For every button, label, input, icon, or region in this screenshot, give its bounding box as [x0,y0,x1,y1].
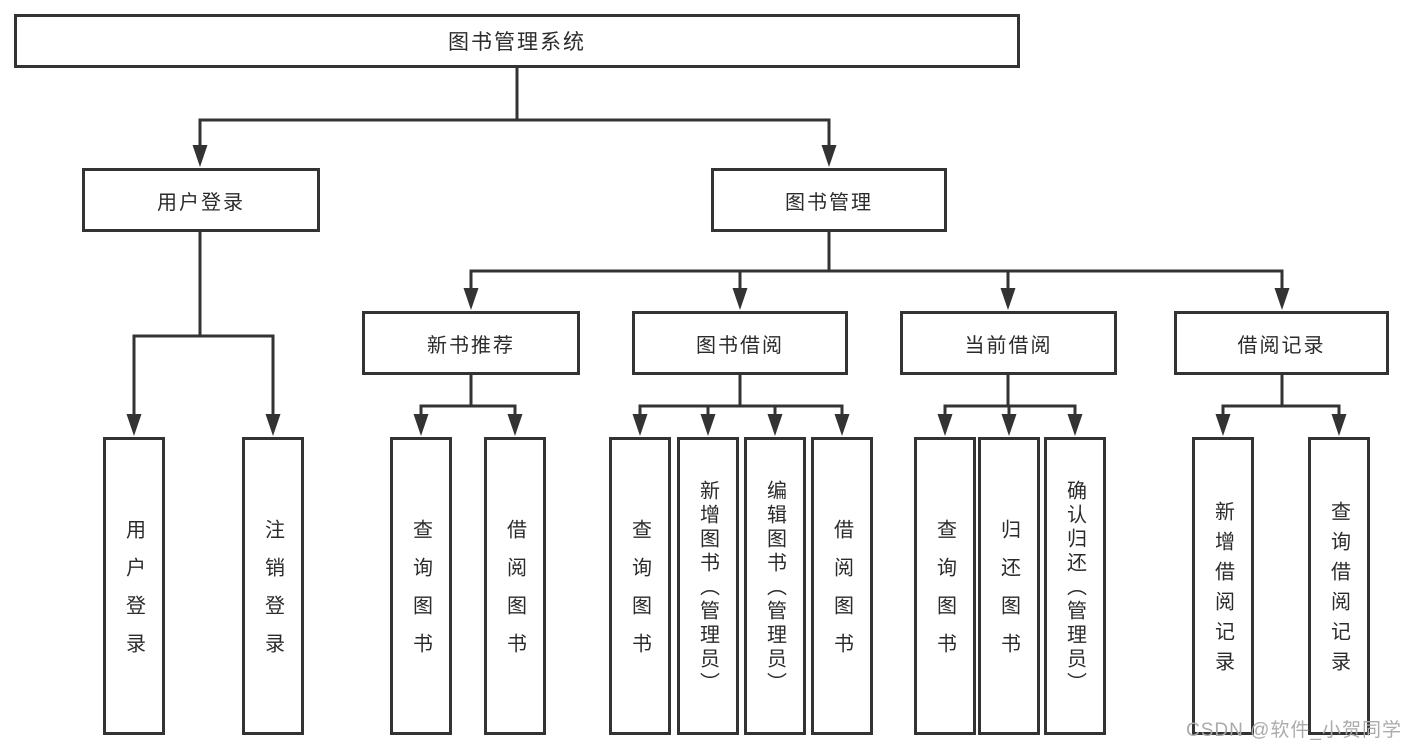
node-book-management: 图书管理 [711,168,947,232]
node-query-books-recommend: 查询图书 [390,437,452,735]
arrowheads [126,145,1347,436]
node-user-login-leaf: 用户登录 [103,437,165,735]
node-book-borrowing: 图书借阅 [632,311,848,375]
node-edit-books-admin: 编辑图书（管理员） [744,437,806,735]
node-add-borrow-record: 新增借阅记录 [1192,437,1254,735]
node-new-book-recommendation: 新书推荐 [362,311,580,375]
node-return-books: 归还图书 [978,437,1040,735]
node-library-management-system: 图书管理系统 [14,14,1020,68]
node-borrow-books-recommend: 借阅图书 [484,437,546,735]
node-add-books-admin: 新增图书（管理员） [677,437,739,735]
watermark-text: CSDN @软件_小贺同学 [1186,720,1402,741]
node-query-borrow-record: 查询借阅记录 [1308,437,1370,735]
node-confirm-return-admin: 确认归还（管理员） [1044,437,1106,735]
node-user-login: 用户登录 [82,168,320,232]
node-borrow-books-leaf: 借阅图书 [811,437,873,735]
node-query-books-borrowing: 查询图书 [609,437,671,735]
node-logout-leaf: 注销登录 [242,437,304,735]
node-query-books-current: 查询图书 [914,437,976,735]
node-current-borrowing: 当前借阅 [900,311,1117,375]
node-borrowing-records: 借阅记录 [1174,311,1389,375]
